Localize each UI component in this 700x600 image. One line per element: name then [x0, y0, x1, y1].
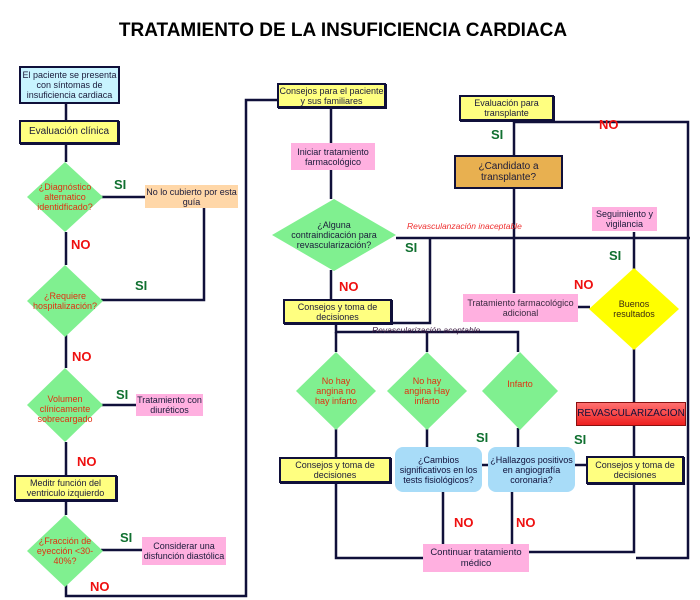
si-label: SI: [574, 432, 587, 447]
medir-funcion-box: Meditr función del ventriculo izquierdo: [14, 475, 117, 501]
decision-no-angina-no-infarto: No hay angina no hay infarto: [296, 352, 376, 430]
seguimiento-text: Seguimiento y vigilancia: [595, 209, 654, 229]
evaluacion-clinica-text: Evaluación clínica: [28, 126, 110, 137]
decision-contraindicacion-text: ¿Alguna contraindicación para revascular…: [291, 220, 377, 250]
si-label: SI: [491, 127, 504, 142]
connector: [64, 98, 280, 598]
consejos-paciente-box: Consejos para el paciente y sus familiar…: [277, 83, 386, 108]
decision-no-angina-infarto-text: No hay angina Hay infarto: [404, 376, 450, 406]
revascularizacion-text: REVASCULARIZACION: [577, 408, 685, 419]
no-cubierto-box: No lo cubierto por esta guía: [145, 185, 238, 208]
no-label: NO: [77, 454, 97, 469]
diureticos-box: Tratamiento con diuréticos: [136, 394, 203, 416]
si-label: SI: [405, 240, 418, 255]
si-label: SI: [135, 278, 148, 293]
decision-volumen: Volumen clínicamente sobrecargado: [27, 368, 103, 442]
decision-volumen-text: Volumen clínicamente sobrecargado: [37, 394, 93, 424]
decision-diagnostico: ¿Diagnóstico alternatico identidficado?: [27, 162, 103, 232]
iniciar-tratamiento-text: Iniciar tratamiento farmacológico: [297, 146, 369, 167]
medir-funcion-text: Meditr función del ventriculo izquierdo: [26, 478, 105, 498]
consejos-toma-1-text: Consejos y toma de decisiones: [297, 301, 378, 322]
decision-hospitalizacion-text: ¿Requiere hospitalización?: [32, 291, 98, 311]
iniciar-tratamiento-box: Iniciar tratamiento farmacológico: [291, 143, 375, 170]
diureticos-text: Tratamiento con diuréticos: [137, 395, 202, 415]
connector: [391, 238, 432, 325]
evaluacion-transplante-text: Evaluación para transplante: [474, 98, 539, 118]
consejos-toma-3-box: Consejos y toma de decisiones: [586, 456, 684, 484]
consejos-toma-2-box: Consejos y toma de decisiones: [279, 457, 391, 483]
decision-hallazgos-text: ¿Hallazgos positivos en angiografía coro…: [490, 454, 573, 485]
decision-infarto: Infarto: [482, 352, 558, 430]
evaluacion-clinica-box: Evaluación clínica: [19, 120, 119, 144]
si-label: SI: [476, 430, 489, 445]
page-title: TRATAMIENTO DE LA INSUFICIENCIA CARDIACA: [118, 20, 568, 41]
decision-cambios-box: ¿Cambios significativos en los tests fis…: [395, 447, 482, 492]
si-label: SI: [609, 248, 622, 263]
connector: [514, 120, 690, 560]
tratamiento-adicional-text: Tratamiento farmacológico adicional: [467, 298, 574, 318]
decision-fraccion-text: ¿Fracción de eyección <30-40%?: [36, 536, 94, 566]
consejos-toma-2-text: Consejos y toma de decisiones: [295, 460, 375, 480]
seguimiento-box: Seguimiento y vigilancia: [592, 207, 657, 231]
decision-fraccion: ¿Fracción de eyección <30-40%?: [27, 515, 103, 587]
si-label: SI: [116, 387, 129, 402]
note-revasc-inaceptable: Revasculanzación inaceptable: [407, 221, 522, 231]
no-label: NO: [454, 515, 474, 530]
decision-no-angina-infarto: No hay angina Hay infarto: [387, 352, 467, 430]
decision-buenos-resultados-text: Buenos resultados: [613, 299, 655, 319]
connector: [529, 483, 636, 554]
decision-contraindicacion: ¿Alguna contraindicación para revascular…: [272, 199, 396, 271]
no-label: NO: [90, 579, 110, 594]
candidato-transplante-text: ¿Candidato a transplante?: [478, 161, 539, 183]
no-label: NO: [574, 277, 594, 292]
candidato-transplante-box: ¿Candidato a transplante?: [454, 155, 563, 189]
connector: [101, 207, 206, 302]
evaluacion-transplante-box: Evaluación para transplante: [459, 95, 554, 121]
consejos-toma-3-text: Consejos y toma de decisiones: [595, 460, 675, 480]
no-label: NO: [339, 279, 359, 294]
no-label: NO: [599, 117, 619, 132]
decision-hospitalizacion: ¿Requiere hospitalización?: [27, 265, 103, 337]
decision-infarto-text: Infarto: [507, 379, 533, 389]
no-label: NO: [71, 237, 91, 252]
no-cubierto-text: No lo cubierto por esta guía: [146, 186, 237, 207]
revascularizacion-box: REVASCULARIZACION: [576, 402, 686, 426]
note-revasc-aceptable: Revascularización aceptable: [372, 325, 481, 335]
decision-buenos-resultados: Buenos resultados: [589, 268, 679, 350]
connector: [334, 483, 423, 560]
si-label: SI: [120, 530, 133, 545]
no-label: NO: [72, 349, 92, 364]
disfuncion-box: Considerar una disfunción diastólica: [142, 537, 226, 565]
consejos-toma-1-box: Consejos y toma de decisiones: [283, 299, 392, 324]
continuar-tratamiento-box: Continuar tratamiento médico: [423, 544, 529, 572]
disfuncion-text: Considerar una disfunción diastólica: [143, 541, 225, 561]
start-text: El paciente se presenta con síntomas de …: [22, 70, 117, 100]
no-label: NO: [516, 515, 536, 530]
si-label: SI: [114, 177, 127, 192]
start-box: El paciente se presenta con síntomas de …: [19, 66, 120, 104]
decision-diagnostico-text: ¿Diagnóstico alternatico identidficado?: [37, 182, 93, 212]
consejos-paciente-text: Consejos para el paciente y sus familiar…: [279, 85, 384, 106]
decision-hallazgos-box: ¿Hallazgos positivos en angiografía coro…: [488, 447, 575, 492]
tratamiento-adicional-box: Tratamiento farmacológico adicional: [463, 294, 578, 322]
decision-no-angina-no-infarto-text: No hay angina no hay infarto: [314, 376, 358, 406]
decision-cambios-text: ¿Cambios significativos en los tests fis…: [399, 454, 478, 485]
continuar-tratamiento-text: Continuar tratamiento médico: [430, 547, 522, 569]
